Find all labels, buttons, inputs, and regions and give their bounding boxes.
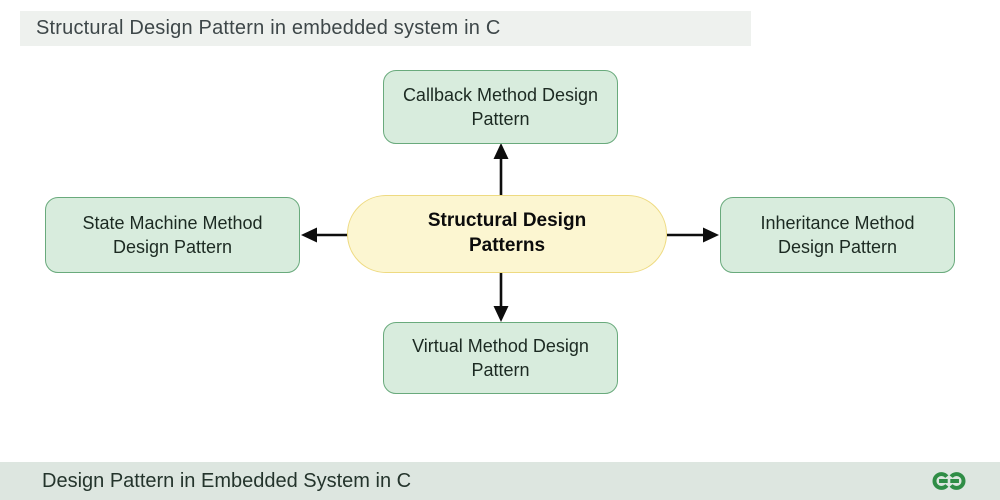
node-label: Virtual Method Design Pattern — [412, 335, 589, 380]
geeksforgeeks-logo-icon — [932, 472, 966, 490]
node-state-machine-method: State Machine Method Design Pattern — [45, 197, 300, 273]
footer-title: Design Pattern in Embedded System in C — [42, 469, 412, 492]
arrow-center-to-bottom — [493, 272, 509, 322]
arrow-center-to-left — [301, 227, 348, 243]
node-inheritance-method: Inheritance Method Design Pattern — [720, 197, 955, 273]
node-label: Inheritance Method Design Pattern — [760, 212, 915, 257]
node-label: State Machine Method Design Pattern — [82, 212, 263, 257]
footer-bar: Design Pattern in Embedded System in C — [0, 462, 1000, 500]
node-callback-method: Callback Method Design Pattern — [383, 70, 618, 144]
center-node-label: Structural Design Patterns — [427, 210, 587, 256]
page-title: Structural Design Pattern in embedded sy… — [36, 17, 501, 39]
arrow-center-to-top — [493, 143, 509, 196]
node-structural-design-patterns: Structural Design Patterns — [347, 195, 667, 273]
header-bar: Structural Design Pattern in embedded sy… — [20, 11, 751, 46]
arrow-center-to-right — [667, 227, 719, 243]
node-virtual-method: Virtual Method Design Pattern — [383, 322, 618, 394]
node-label: Callback Method Design Pattern — [402, 84, 599, 129]
